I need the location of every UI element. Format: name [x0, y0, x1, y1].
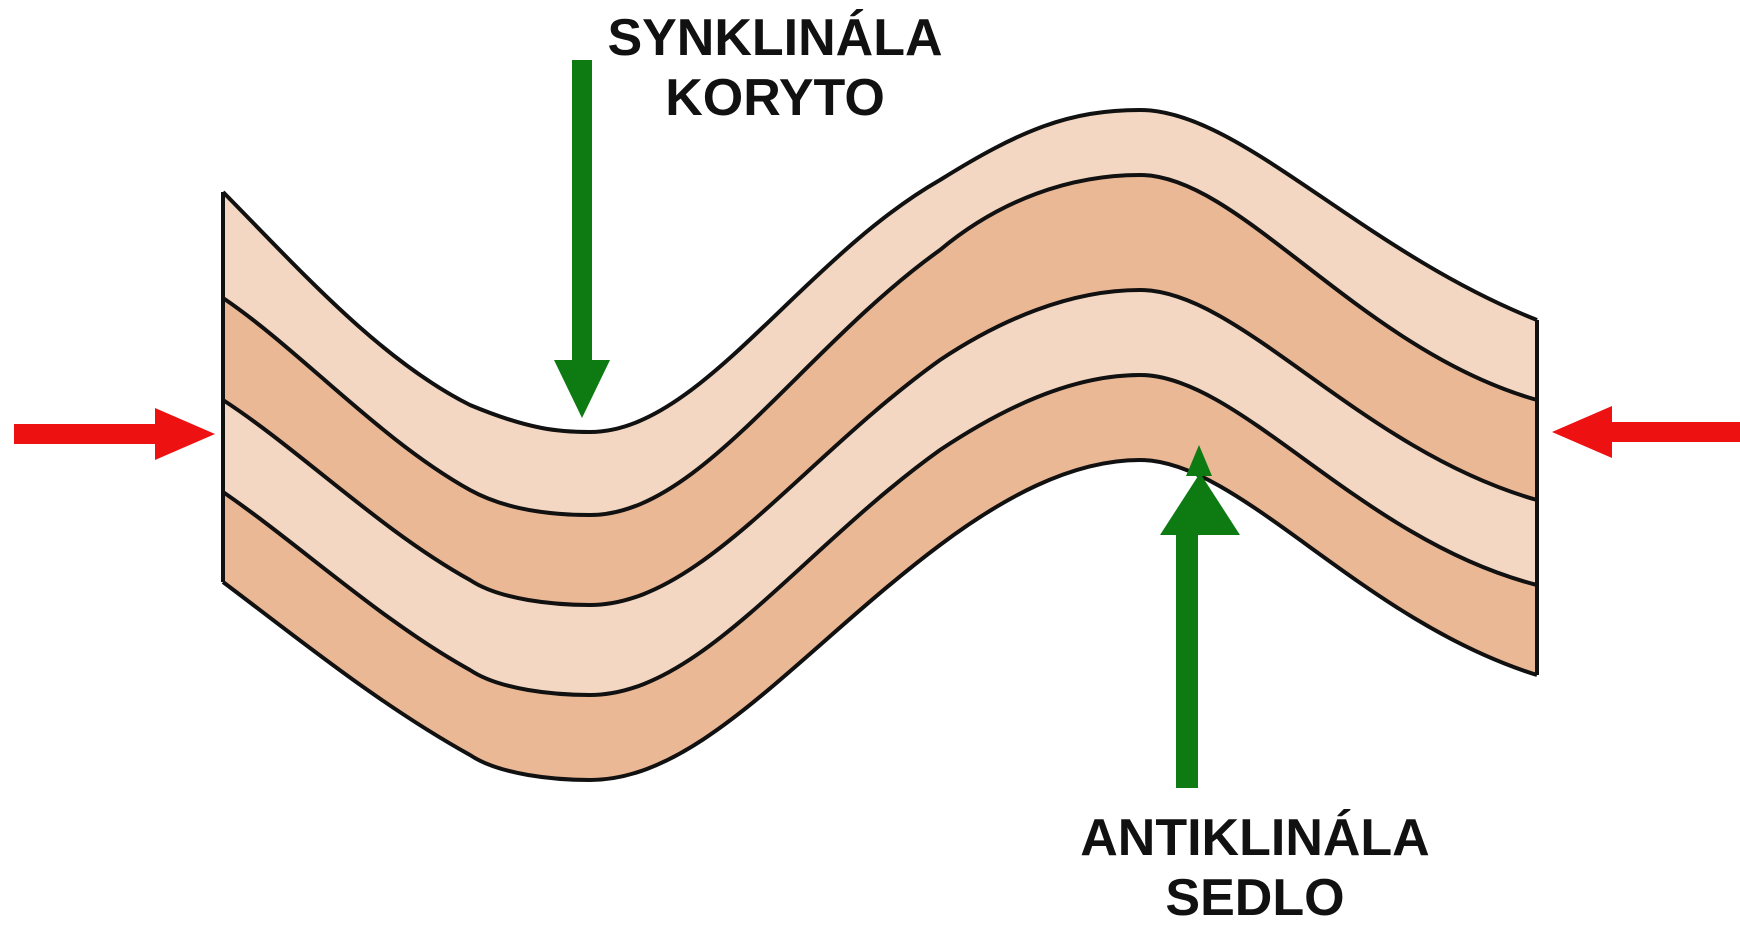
- syncline-arrow-shaft: [572, 60, 592, 365]
- anticline-arrow: [1160, 445, 1240, 788]
- syncline-label-meaning: KORYTO: [600, 68, 950, 128]
- anticline-label-term: ANTIKLINÁLA: [1065, 808, 1445, 868]
- compression-arrow-right-head: [1552, 406, 1612, 458]
- compression-arrow-right-shaft: [1604, 422, 1740, 442]
- compression-arrow-left: [14, 408, 215, 460]
- anticline-label: ANTIKLINÁLA SEDLO: [1065, 808, 1445, 928]
- syncline-label-term: SYNKLINÁLA: [600, 8, 950, 68]
- anticline-label-meaning: SEDLO: [1065, 868, 1445, 928]
- compression-arrow-left-head: [155, 408, 215, 460]
- syncline-arrow-head: [554, 360, 610, 418]
- syncline-label: SYNKLINÁLA KORYTO: [600, 8, 950, 128]
- compression-arrow-right: [1552, 406, 1740, 458]
- compression-arrow-left-shaft: [14, 424, 164, 444]
- anticline-arrow-shaft: [1176, 530, 1198, 788]
